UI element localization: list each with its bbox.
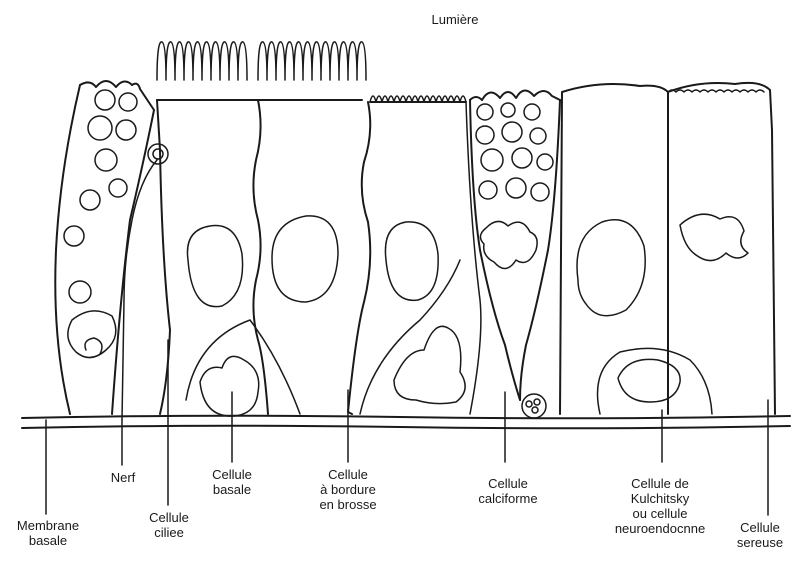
label-nerf: Nerf — [98, 470, 148, 485]
label-cellule-kulchitsky: Cellule de Kulchitsky ou cellule neuroen… — [604, 476, 716, 536]
label-membrane-basale: Membrane basale — [8, 518, 88, 548]
label-cellule-calciforme: Cellule calciforme — [468, 476, 548, 506]
basement-membrane — [22, 416, 790, 429]
serous-cell — [668, 83, 775, 414]
label-cellule-basale: Cellule basale — [196, 467, 268, 497]
label-cellule-bordure-brosse: Cellule à bordure en brosse — [305, 467, 391, 512]
label-lumiere: Lumière — [420, 12, 490, 27]
label-cellule-sereuse: Cellule sereuse — [727, 520, 793, 550]
granular-cell — [55, 81, 154, 414]
goblet-cell — [470, 90, 560, 418]
ciliated-cells — [157, 42, 366, 416]
label-cellule-ciliee: Cellule ciliee — [130, 510, 208, 540]
brush-border-cell — [348, 96, 481, 414]
